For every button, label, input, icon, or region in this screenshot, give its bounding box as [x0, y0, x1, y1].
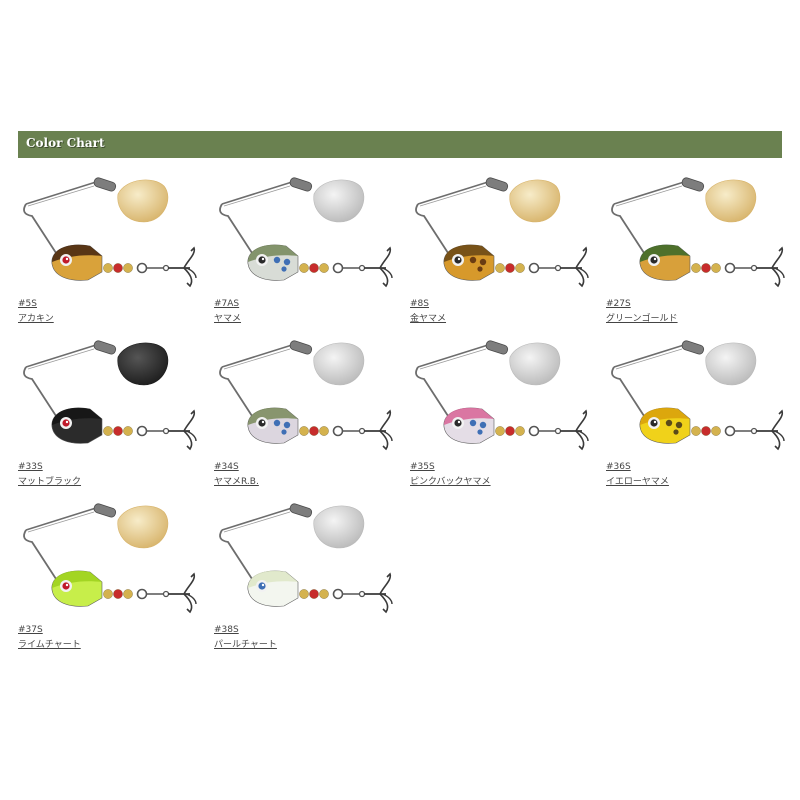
- color-code-link[interactable]: #5S: [18, 299, 37, 309]
- spinner-lure-image: [23, 177, 197, 288]
- color-item[interactable]: #5S アカキン: [18, 176, 214, 339]
- color-name-link[interactable]: グリーンゴールド: [606, 314, 678, 324]
- color-name-link[interactable]: マットブラック: [18, 477, 82, 487]
- color-name-link[interactable]: アカキン: [18, 314, 54, 324]
- color-code-link[interactable]: #34S: [214, 462, 239, 472]
- color-item[interactable]: #33S マットブラック: [18, 339, 214, 502]
- color-name-link[interactable]: イエローヤマメ: [606, 477, 669, 487]
- color-item[interactable]: #36S イエローヤマメ: [606, 339, 800, 502]
- color-item[interactable]: #27S グリーンゴールド: [606, 176, 800, 339]
- spinner-lure-image: [611, 340, 785, 451]
- color-code-link[interactable]: #8S: [410, 299, 429, 309]
- color-item[interactable]: #7AS ヤマメ: [214, 176, 410, 339]
- color-code-link[interactable]: #38S: [214, 625, 239, 635]
- color-item[interactable]: #8S 金ヤマメ: [410, 176, 606, 339]
- color-item[interactable]: #34S ヤマメR.B.: [214, 339, 410, 502]
- spinner-lure-image: [219, 340, 393, 451]
- spinner-lure-image: [219, 503, 393, 614]
- spinner-lure-image: [23, 503, 197, 614]
- color-chart-grid: #5S アカキン #7AS ヤマメ #8S 金ヤマメ #27S グリーンゴールド #33…: [18, 176, 798, 666]
- color-code-link[interactable]: #37S: [18, 625, 43, 635]
- spinner-lure-image: [415, 177, 589, 288]
- color-code-link[interactable]: #35S: [410, 462, 435, 472]
- spinner-lure-image: [611, 177, 785, 288]
- color-code-link[interactable]: #33S: [18, 462, 43, 472]
- color-name-link[interactable]: ピンクバックヤマメ: [410, 477, 491, 487]
- color-code-link[interactable]: #36S: [606, 462, 631, 472]
- color-chart-title: Color Chart: [26, 136, 105, 150]
- color-chart-header: Color Chart: [18, 131, 782, 158]
- color-item[interactable]: #38S パールチャート: [214, 502, 410, 665]
- spinner-lure-image: [23, 340, 197, 451]
- color-name-link[interactable]: 金ヤマメ: [410, 314, 447, 324]
- color-item[interactable]: #37S ライムチャート: [18, 502, 214, 665]
- spinner-lure-image: [219, 177, 393, 288]
- color-code-link[interactable]: #27S: [606, 299, 631, 309]
- color-name-link[interactable]: パールチャート: [214, 640, 277, 650]
- color-name-link[interactable]: ライムチャート: [18, 640, 81, 650]
- spinner-lure-image: [415, 340, 589, 451]
- color-code-link[interactable]: #7AS: [214, 299, 240, 309]
- color-item[interactable]: #35S ピンクバックヤマメ: [410, 339, 606, 502]
- color-name-link[interactable]: ヤマメ: [214, 314, 242, 324]
- color-name-link[interactable]: ヤマメR.B.: [214, 477, 259, 487]
